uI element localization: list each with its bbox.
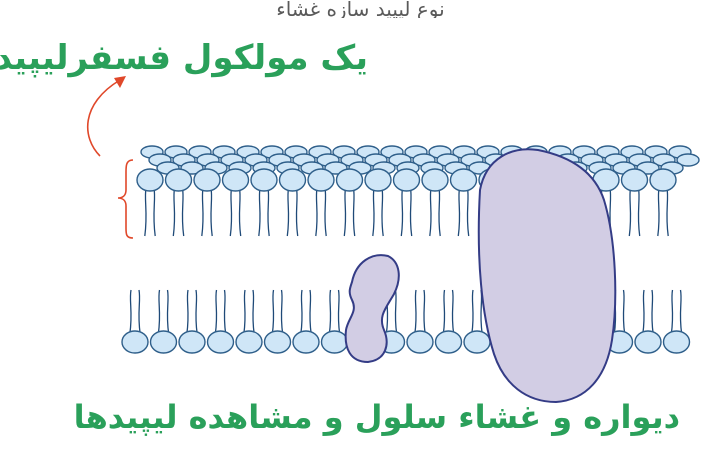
phospholipid-tail — [272, 290, 273, 334]
phospholipid-head — [337, 169, 363, 191]
curved-arrow-icon — [88, 80, 120, 156]
phospholipid-tail — [373, 188, 374, 236]
phospholipid-tail — [638, 188, 639, 236]
phospholipid-head — [635, 331, 661, 353]
phospholipid-tail — [167, 290, 168, 334]
phospholipid-tail — [671, 290, 672, 334]
phospholipid-head — [166, 169, 192, 191]
phospholipid-tail — [401, 188, 402, 236]
phospholipid-head — [308, 169, 334, 191]
phospholipid-head — [394, 169, 420, 191]
phospholipid-head — [322, 331, 348, 353]
phospholipid-tail — [259, 188, 260, 236]
phospholipid-tail — [415, 290, 416, 334]
phospholipid-tail — [652, 290, 653, 334]
phospholipid-tail — [310, 290, 311, 334]
phospholipid-tail — [296, 188, 297, 236]
phospholipid-tail — [268, 188, 269, 236]
phospholipid-tail — [145, 188, 146, 236]
phospholipid-tail — [329, 290, 330, 334]
phospholipid-tail — [187, 290, 188, 334]
phospholipid-tail — [472, 290, 473, 334]
phospholipid-head — [464, 331, 490, 353]
phospholipid-tail — [253, 290, 254, 334]
phospholipid-tail — [353, 188, 354, 236]
phospholipid-tail — [443, 290, 444, 334]
phospholipid-head — [664, 331, 690, 353]
phospholipid-head — [280, 169, 306, 191]
phospholipid-head — [137, 169, 163, 191]
phospholipid-tail — [301, 290, 302, 334]
phospholipid-tail — [182, 188, 183, 236]
phospholipid-head — [650, 169, 676, 191]
phospholipid-tail — [196, 290, 197, 334]
phospholipid-head — [407, 331, 433, 353]
diagram-caption: دیواره و غشاء سلول و مشاهده لیپیدها — [150, 395, 680, 439]
phospholipid-tail — [344, 188, 345, 236]
phospholipid-tail — [230, 188, 231, 236]
phospholipid-head — [422, 169, 448, 191]
phospholipid-head — [194, 169, 220, 191]
phospholipid-tail — [281, 290, 282, 334]
phospholipid-head — [208, 331, 234, 353]
phospholipid-tail — [338, 290, 339, 334]
phospholipid-tail — [467, 188, 468, 236]
phospholipid-head — [265, 331, 291, 353]
phospholipid-tail — [202, 188, 203, 236]
phospholipid-head — [236, 331, 262, 353]
phospholipid-tail — [424, 290, 425, 334]
phospholipid-tail — [239, 188, 240, 236]
phospholipid-tail — [458, 188, 459, 236]
phospholipid-tail — [623, 290, 624, 334]
phospholipid-tail — [154, 188, 155, 236]
phospholipid-head — [622, 169, 648, 191]
phospholipid-tail — [667, 188, 668, 236]
phospholipid-head — [251, 169, 277, 191]
phospholipid-tail — [410, 188, 411, 236]
phospholipid-head — [365, 169, 391, 191]
phospholipid-tail — [325, 188, 326, 236]
phospholipid-tail — [382, 188, 383, 236]
phospholipid-head — [451, 169, 477, 191]
phospholipid-head — [179, 331, 205, 353]
phospholipid-molecule-label: یک مولکول فسفرلیپید — [28, 36, 368, 80]
phospholipid-tail — [211, 188, 212, 236]
phospholipid-tail — [139, 290, 140, 334]
phospholipid-tail — [158, 290, 159, 334]
curly-bracket-icon — [118, 160, 133, 238]
phospholipid-tail — [224, 290, 225, 334]
phospholipid-tail — [658, 188, 659, 236]
phospholipid-tail — [287, 188, 288, 236]
phospholipid-head — [151, 331, 177, 353]
phospholipid-tail — [215, 290, 216, 334]
large-transmembrane-protein — [479, 149, 616, 402]
phospholipid-tail — [643, 290, 644, 334]
phospholipid-tail — [629, 188, 630, 236]
phospholipid-tail — [430, 188, 431, 236]
phospholipid-head — [122, 331, 148, 353]
phospholipid-tail — [452, 290, 453, 334]
phospholipid-head — [293, 331, 319, 353]
phospholipid-tail — [395, 290, 396, 334]
cropped-header-text: نوع لیپید سازه غشاء — [0, 0, 721, 18]
phospholipid-back-row — [141, 146, 699, 174]
phospholipid-tail — [130, 290, 131, 334]
phospholipid-head — [223, 169, 249, 191]
phospholipid-tail — [439, 188, 440, 236]
phospholipid-tail — [680, 290, 681, 334]
phospholipid-tail — [173, 188, 174, 236]
phospholipid-head — [436, 331, 462, 353]
phospholipid-tail — [316, 188, 317, 236]
phospholipid-tail — [244, 290, 245, 334]
